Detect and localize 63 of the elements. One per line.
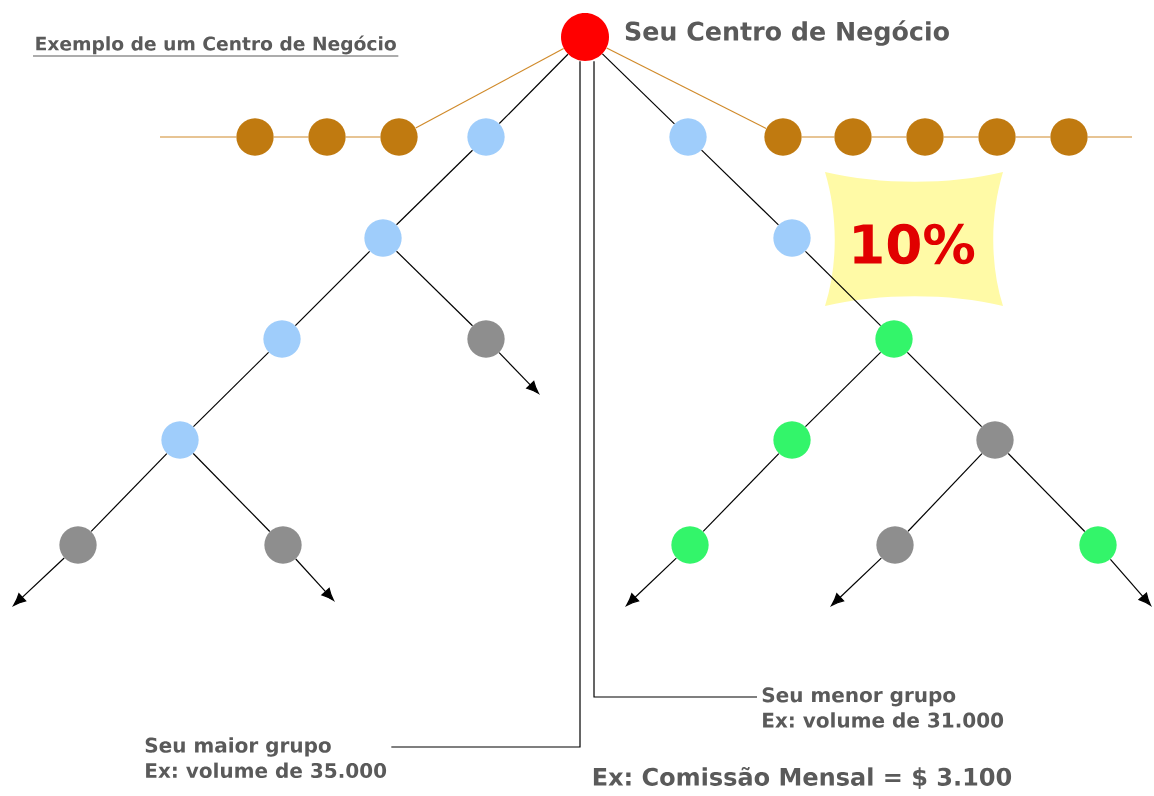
circle-node	[976, 421, 1014, 459]
leader-line	[390, 60, 581, 748]
connector-line	[801, 136, 835, 138]
leader-text: Seu menor grupo Ex: volume de 31.000	[762, 687, 1004, 728]
connector-line	[871, 136, 907, 138]
circle-node	[906, 118, 944, 156]
arrow	[295, 558, 335, 601]
connector-line	[1015, 136, 1051, 138]
percent-label: 10%	[854, 223, 975, 265]
circle-node	[236, 118, 274, 156]
connector-line	[192, 452, 271, 533]
circle-node	[561, 13, 609, 61]
circle-node	[380, 118, 418, 156]
connector-line	[701, 149, 779, 226]
circle-node	[669, 118, 707, 156]
connector-line	[273, 136, 309, 138]
circle-node	[364, 219, 402, 257]
connector-line	[90, 452, 168, 532]
node-caption: Seu Centro de Negócio	[625, 20, 949, 46]
connector-line	[498, 53, 569, 125]
circle-node	[875, 320, 913, 358]
circle-node	[308, 118, 346, 156]
connector-line	[907, 453, 983, 532]
circle-node	[773, 219, 811, 257]
circle-node	[264, 526, 302, 564]
connector-line	[804, 250, 882, 327]
circle-node	[671, 526, 709, 564]
circle-node	[773, 421, 811, 459]
connector-line	[395, 149, 474, 226]
circle-node	[764, 118, 802, 156]
connector-line	[345, 136, 381, 138]
arrow	[831, 557, 882, 606]
arrow	[13, 557, 65, 607]
arrow	[1109, 558, 1152, 606]
connector-line	[159, 136, 237, 138]
circle-node	[834, 118, 872, 156]
circle-node	[1050, 118, 1088, 156]
connector-line	[606, 47, 767, 130]
connector-line	[395, 250, 474, 327]
commission-text: Ex: Comissão Mensal = $ 3.100	[593, 766, 1012, 790]
circle-node	[263, 320, 301, 358]
circle-node	[467, 118, 505, 156]
connector-line	[415, 47, 565, 129]
circle-node	[978, 118, 1016, 156]
connector-line	[192, 351, 270, 428]
connector-line	[601, 53, 675, 125]
circle-node	[1079, 526, 1117, 564]
connector-line	[294, 250, 371, 327]
heading: Exemplo de um Centro de Negócio	[32, 35, 399, 57]
leader-text: Seu maior grupo Ex: volume de 35.000	[145, 737, 387, 779]
connector-line	[702, 452, 780, 532]
circle-node	[467, 320, 505, 358]
circle-node	[876, 526, 914, 564]
circle-node	[59, 526, 97, 564]
connector-line	[943, 136, 979, 138]
arrow	[626, 557, 677, 606]
circle-node	[161, 421, 199, 459]
connector-line	[906, 351, 983, 428]
connector-line	[804, 351, 882, 428]
leader-line	[593, 60, 758, 698]
connector-line	[1087, 136, 1133, 138]
arrow	[498, 352, 539, 394]
connector-line	[1007, 452, 1086, 533]
